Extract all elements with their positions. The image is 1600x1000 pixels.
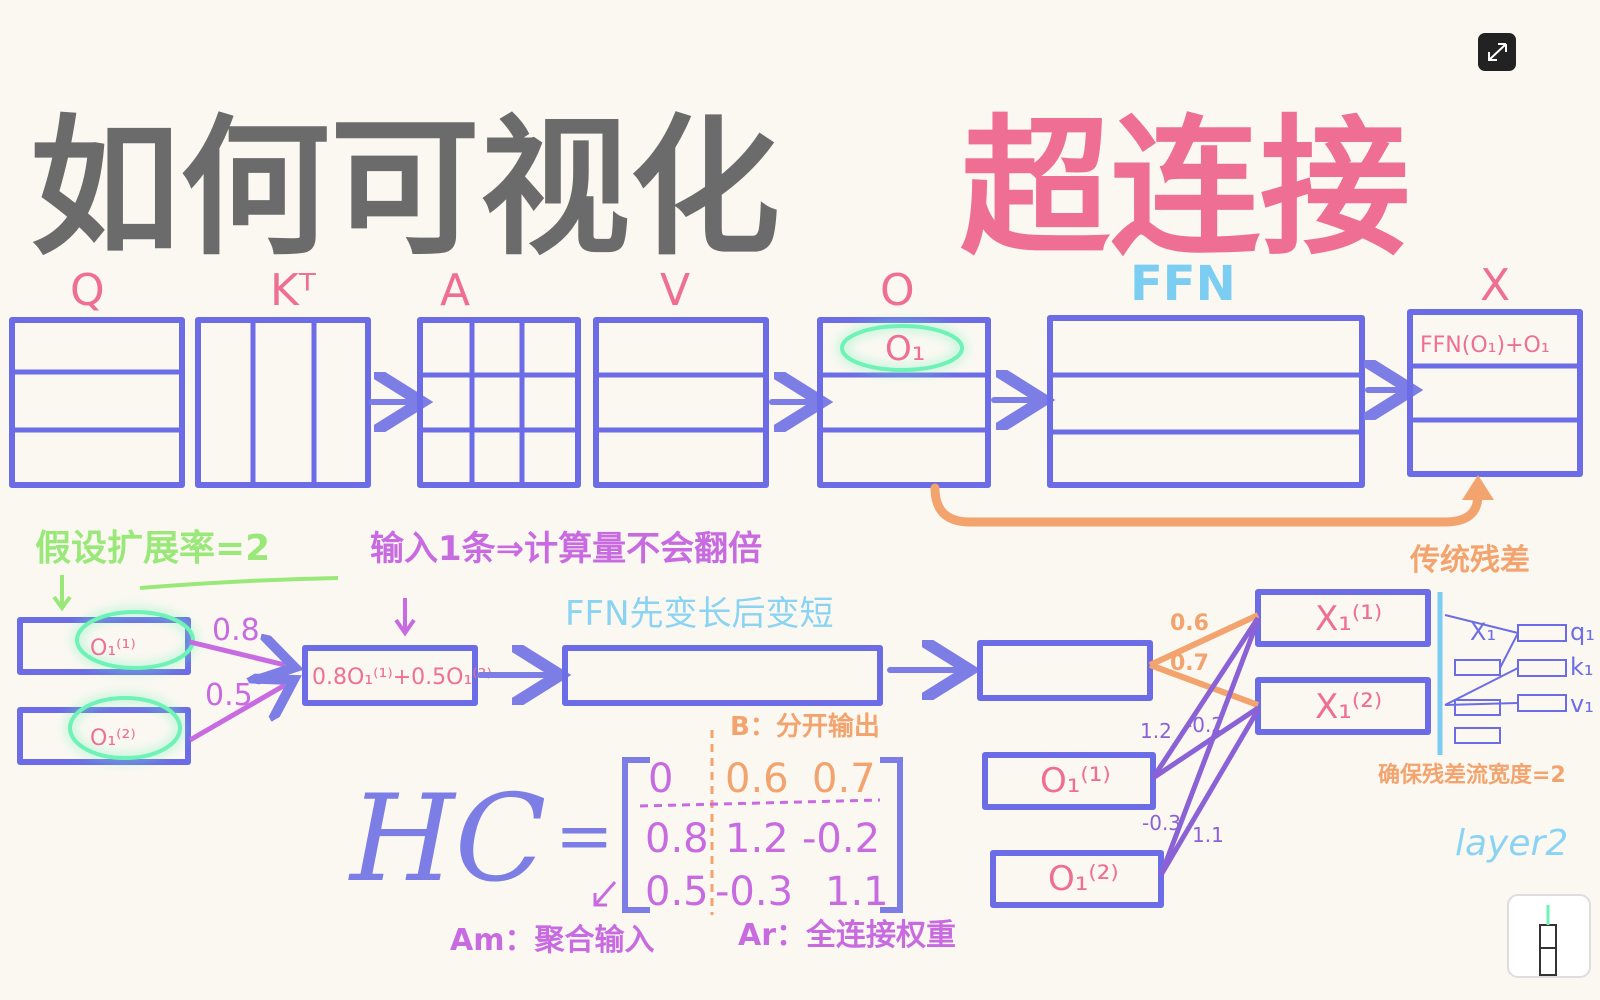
x1-box-1: X₁⁽¹⁾ (1255, 589, 1431, 647)
label-v: V (660, 265, 690, 316)
expansion-note: 假设扩展率=2 (35, 528, 270, 569)
cross-weight-3: -0.3 (1142, 811, 1181, 835)
label-q: Q (70, 265, 105, 316)
o1-box-2: O₁⁽²⁾ (990, 850, 1164, 908)
residual-label: 传统残差 (1409, 543, 1530, 578)
label-o: O (880, 265, 915, 316)
hc-equals: = (555, 795, 614, 877)
input-box-2: O₁⁽²⁾ (17, 696, 191, 765)
weight-arrow-2 (188, 685, 285, 743)
input-note: 输入1条⇒计算量不会翻倍 (370, 529, 762, 569)
matrix-cell-2-1: -0.3 (715, 869, 793, 915)
matrix-o: O₁ (817, 317, 991, 488)
orange-line-1 (1148, 612, 1260, 668)
matrix-cell-2-2: 1.1 (825, 869, 889, 915)
thumbnail-icon[interactable] (1507, 894, 1591, 978)
aggregated-label: 0.8O₁⁽¹⁾+0.5O₁⁽²⁾ (312, 665, 492, 690)
residual-arrow-head (1462, 475, 1494, 500)
q1-label: q₁ (1570, 618, 1595, 646)
b-label: B：分开输出 (730, 711, 880, 742)
matrix-divider-h (639, 798, 881, 808)
matrix-x: FFN(O₁)+O₁ (1407, 309, 1583, 477)
input-box-1: O₁⁽¹⁾ (17, 610, 195, 675)
residual-arrow (930, 483, 1483, 527)
matrix-cell-0-2: 0.7 (812, 756, 876, 802)
matrix-cell-1-0: 0.8 (645, 816, 709, 862)
cross-weight-2: -0.2 (1185, 713, 1224, 737)
k1-label: k₁ (1570, 653, 1594, 681)
weight-arrow-1 (189, 642, 285, 665)
purple-line-2 (1151, 705, 1260, 781)
matrix-bracket-right (880, 757, 903, 913)
matrix-q (9, 317, 185, 488)
expansion-underline (139, 576, 339, 590)
matrix-cell-2-0: 0.5 (645, 869, 709, 915)
aggregated-box: 0.8O₁⁽¹⁾+0.5O₁⁽²⁾ (302, 645, 492, 706)
matrix-ffn (1047, 315, 1365, 488)
x1-box-2: X₁⁽²⁾ (1255, 677, 1431, 735)
ffn-output-box (977, 640, 1153, 701)
ar-label: Ar：全连接权重 (738, 918, 956, 953)
o-cell-label: O₁ (885, 329, 925, 369)
o1-box-1: O₁⁽¹⁾ (982, 752, 1156, 810)
o1-label-1: O₁⁽¹⁾ (1040, 761, 1111, 801)
label-a: A (440, 265, 470, 316)
ffn-long-box (562, 645, 883, 706)
label-ffn: FFN (1130, 256, 1236, 312)
layer-label: layer2 (1455, 823, 1568, 864)
input-2-label: O₁⁽²⁾ (90, 726, 136, 751)
orange-line-2 (1148, 662, 1260, 708)
purple-line-3 (1158, 619, 1261, 876)
matrix-bracket-left (622, 757, 650, 913)
qkv-mini-diagram: X₁ q₁ k₁ v₁ (1444, 614, 1595, 744)
x1-label-1: X₁⁽¹⁾ (1315, 599, 1382, 639)
weight-label-1: 0.8 (212, 613, 260, 648)
am-label: Am：聚合输入 (450, 923, 654, 958)
minimize-icon[interactable] (1478, 33, 1516, 71)
matrix-kt (195, 317, 371, 488)
cross-weight-1: 1.2 (1140, 719, 1172, 743)
purple-line-1 (1150, 616, 1261, 780)
hc-symbol: HC (348, 770, 546, 909)
matrix-cell-0-0: 0 (648, 756, 673, 802)
title-accent: 超连接 (960, 102, 1410, 276)
cross-weight-4: 1.1 (1192, 823, 1224, 847)
matrix-v (593, 317, 769, 488)
matrix-cell-1-1: 1.2 (725, 816, 789, 862)
v1-label: v₁ (1570, 690, 1594, 718)
input-1-label: O₁⁽¹⁾ (90, 636, 136, 661)
matrix-cell-0-1: 0.6 (725, 756, 789, 802)
ffn-shape-note: FFN先变长后变短 (565, 594, 834, 634)
input-arrow (394, 598, 416, 637)
out-weight-1: 0.6 (1170, 611, 1209, 636)
label-kt: Kᵀ (270, 265, 317, 316)
purple-line-4 (1158, 708, 1261, 877)
x-cell-label: FFN(O₁)+O₁ (1420, 333, 1550, 358)
am-arrow (593, 881, 617, 907)
x1-label-2: X₁⁽²⁾ (1315, 687, 1382, 727)
matrix-cell-1-2: -0.2 (802, 816, 880, 862)
out-weight-2: 0.7 (1170, 651, 1209, 676)
o1-label-2: O₁⁽²⁾ (1048, 859, 1119, 899)
label-x: X (1480, 260, 1510, 311)
matrix-a (417, 317, 581, 488)
weight-label-2: 0.5 (205, 678, 253, 713)
expansion-arrow (52, 575, 72, 612)
title-main: 如何可视化 (30, 102, 780, 276)
width-note: 确保残差流宽度=2 (1378, 762, 1566, 788)
